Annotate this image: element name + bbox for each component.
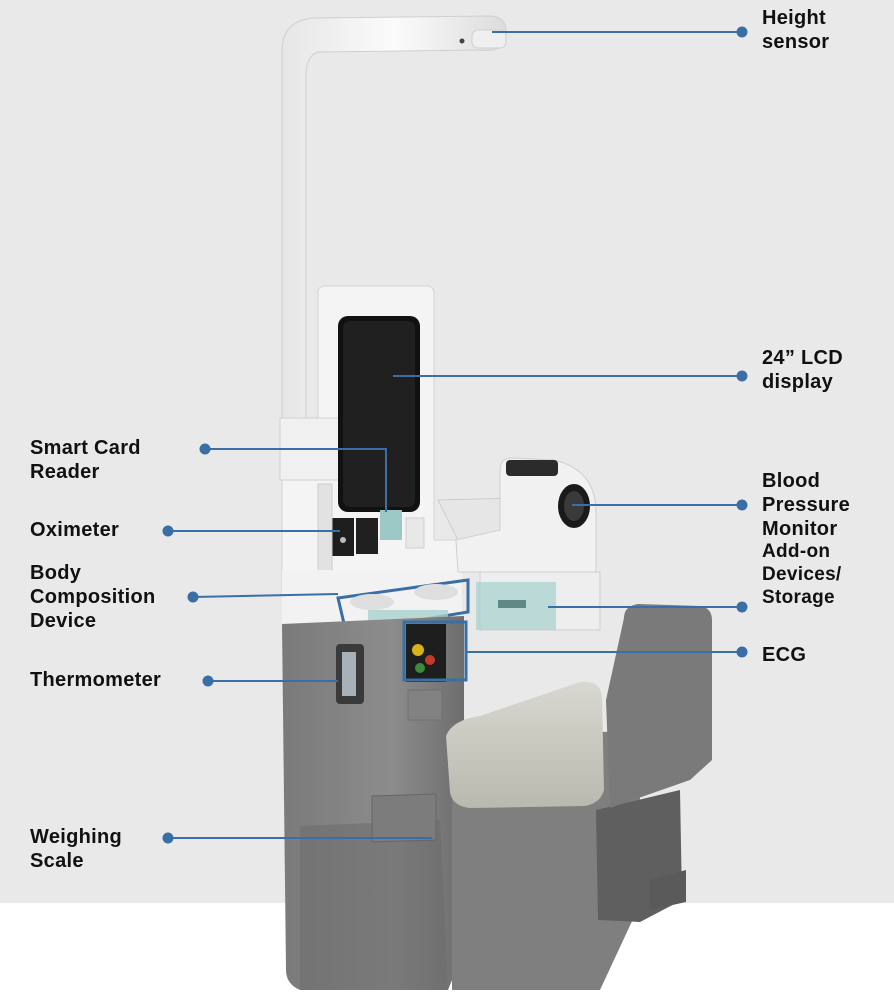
- height-sensor-arm: [281, 15, 507, 421]
- leader-dot-smart-card-reader: [199, 443, 211, 455]
- leader-body-composition: [192, 593, 339, 598]
- label-oximeter: Oximeter: [30, 519, 120, 541]
- label-addon-devices-storage: Add-on Devices/ Storage: [762, 541, 842, 608]
- leader-lines: [162, 26, 748, 844]
- label-blood-pressure-monitor: Blood Pressure Monitor: [762, 470, 851, 540]
- leader-dot-height-sensor: [736, 26, 748, 38]
- label-thermometer: Thermometer: [30, 669, 162, 691]
- label-body-composition-device: Body Composition Device: [30, 562, 156, 632]
- label-height-sensor: Height sensor: [762, 7, 830, 53]
- label-lcd-display: 24” LCD display: [762, 347, 844, 393]
- leader-dot-blood-pressure: [736, 499, 748, 511]
- leader-dot-body-composition: [187, 591, 199, 603]
- leader-dot-addon-storage: [736, 601, 748, 613]
- leader-dot-lcd-display: [736, 370, 748, 382]
- leader-smart-card-reader: [205, 448, 387, 512]
- label-ecg: ECG: [762, 644, 807, 666]
- label-weighing-scale: Weighing Scale: [30, 826, 123, 872]
- kiosk-base: [282, 616, 468, 990]
- console-body: [279, 285, 461, 597]
- leader-dot-oximeter: [162, 525, 174, 537]
- label-smart-card-reader: Smart Card Reader: [30, 437, 141, 483]
- kiosk-seat: [446, 604, 712, 990]
- leader-dot-ecg: [736, 646, 748, 658]
- leader-dot-weighing-scale: [162, 832, 174, 844]
- leader-dot-thermometer: [202, 675, 214, 687]
- blood-pressure-monitor: [437, 457, 601, 631]
